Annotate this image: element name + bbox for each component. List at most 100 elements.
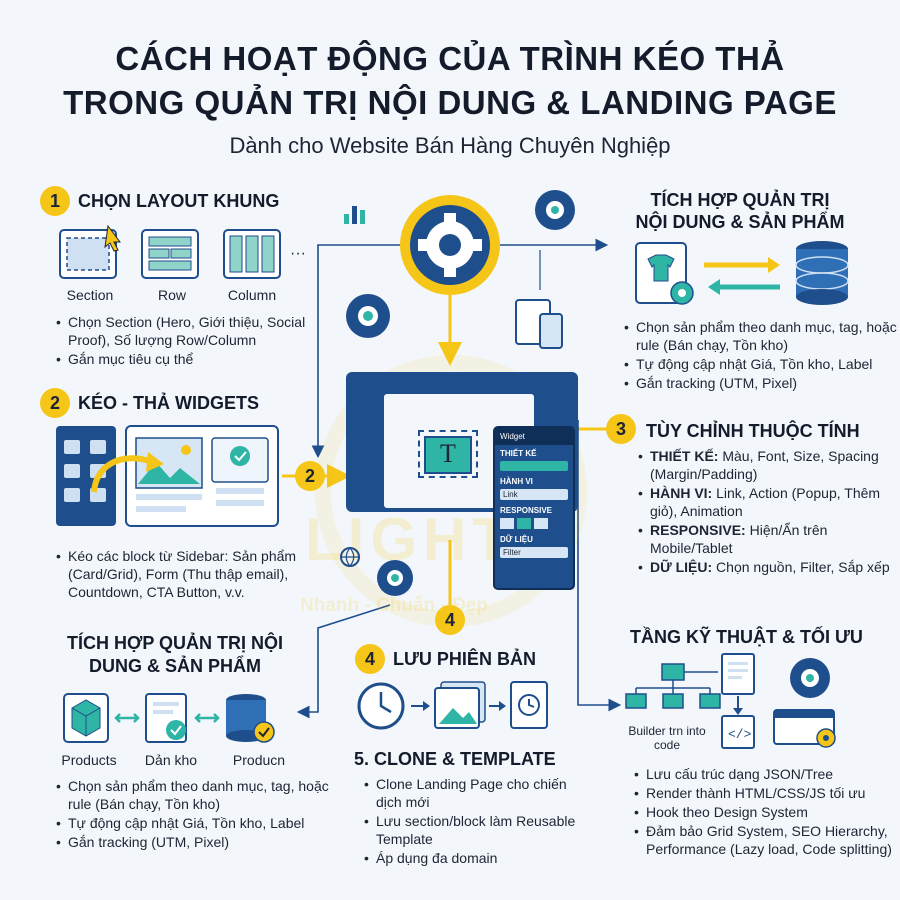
globe-icon [340,547,360,567]
page-title-line1: CÁCH HOẠT ĐỘNG CỦA TRÌNH KÉO THẢ [115,40,785,77]
code-file-icon: </> [721,715,755,749]
step1-title: CHỌN LAYOUT KHUNG [78,191,280,211]
step3-item-design: THIẾT KẾ: Màu, Font, Size, Spacing (Marg… [638,447,900,483]
caption-products: Products [61,752,117,768]
step3-title: TÙY CHỈNH THUỘC TÍNH [646,421,860,441]
integration-bottom-title1: TÍCH HỢP QUẢN TRỊ NỘI [66,633,284,653]
step3-item-behavior: HÀNH VI: Link, Action (Popup, Thêm giỏ),… [638,484,900,520]
flow-badge-3: 3 [606,414,636,444]
integration-bottom-bullet: Gắn tracking (UTM, Pixel) [56,833,333,851]
integration-bottom-bullet: Chọn sản phẩm theo danh mục, tag, hoặc r… [56,777,333,813]
behavior-label: HÀNH VI [500,477,533,486]
history-doc-icon [510,681,548,729]
center-top-icons [344,190,575,295]
step5-title: 5. CLONE & TEMPLATE [354,749,556,769]
integration-bottom-title2: DUNG & SẢN PHẨM [88,656,261,676]
gear-icon-left [346,294,390,338]
sync-arrows-icon [704,257,780,295]
row-icon [141,229,199,279]
tech-icons: </> [625,653,836,749]
step2-bullet: Kéo các block từ Sidebar: Sản phẩm (Card… [56,547,333,601]
step2-title: KÉO - THẢ WIDGETS [78,393,259,413]
integration-bottom-bullets: Chọn sản phẩm theo danh mục, tag, hoặc r… [54,777,333,852]
step4-badge: 4 [355,644,385,674]
tech-bullet: Lưu cấu trúc dạng JSON/Tree [634,765,900,783]
selected-element-frame[interactable]: T [418,430,478,478]
section-icon [59,224,121,279]
step3-item-responsive: RESPONSIVE: Hiện/Ẩn trên Mobile/Tablet [638,521,900,557]
widget-panel-title: Widget [495,428,573,445]
connector-left [311,244,410,459]
text-widget-icon[interactable]: T [424,436,472,474]
step3-item-data: DỮ LIỆU: Chọn nguồn, Filter, Sắp xếp [638,558,900,576]
page-title-line2: TRONG QUẢN TRỊ NỘI DUNG & LANDING PAGE [63,84,837,121]
tech-bullet: Đảm bảo Grid System, SEO Hierarchy, Perf… [634,822,900,858]
widgets-illustration [56,425,279,527]
svg-text:···: ··· [290,245,306,262]
flow-badge-4: 4 [435,605,465,635]
caption-column: Column [227,287,277,303]
design-control[interactable] [500,461,568,471]
browser-settings-icon [773,709,836,748]
chart-icon [344,206,365,224]
gear-icon-bottom [377,560,413,596]
step1-badge: 1 [40,186,70,216]
builder-caption: Builder trn into code [628,724,706,752]
inventory-doc-icon [145,693,187,743]
integration-top-title1: TÍCH HỢP QUẢN TRỊ [650,190,830,210]
step5-bullet: Lưu section/block làm Reusable Template [364,812,576,848]
responsive-label: RESPONSIVE [500,506,553,515]
step1-bullet: Chọn Section (Hero, Giới thiệu, Social P… [56,313,333,349]
step3-list: THIẾT KẾ: Màu, Font, Size, Spacing (Marg… [636,447,900,577]
sidebar-icon [56,426,116,526]
widget-panel: Widget THIẾT KẾ HÀNH VI Link RESPONSIVE … [493,426,575,590]
behavior-select[interactable]: Link [500,489,568,500]
step2-bullets: Kéo các block từ Sidebar: Sản phẩm (Card… [54,547,333,602]
step2-badge: 2 [40,388,70,418]
data-select[interactable]: Filter [500,547,568,558]
design-label: THIẾT KẾ [500,449,537,458]
page-subtitle: Dành cho Website Bán Hàng Chuyên Nghiệp [229,133,671,158]
caption-inventory: Dản kho [144,752,198,768]
layout-icons: ··· [59,224,306,279]
database-icon [795,241,849,305]
main-gear-icon [400,195,500,295]
integration-top-bullets: Chọn sản phẩm theo danh mục, tag, hoặc r… [622,318,900,393]
integration-bottom-bullet: Tự động cập nhật Giá, Tồn kho, Label [56,814,333,832]
integration-top-bullet: Gắn tracking (UTM, Pixel) [624,374,900,392]
version-icons [357,681,548,730]
watermark-brand: LIGHT [305,506,515,573]
clock-icon [357,682,405,730]
caption-section: Section [66,287,114,303]
step5-bullets: Clone Landing Page cho chiến dịch mới Lư… [362,775,576,868]
connector-bottom-left [296,604,391,719]
tech-bullets: Lưu cấu trúc dạng JSON/Tree Render thành… [632,765,900,859]
caption-row: Row [157,287,186,303]
small-gear-icon-top-right [535,190,575,230]
box-icon [63,693,109,743]
column-icon [223,229,281,279]
integration-top-bullet: Tự động cập nhật Giá, Tồn kho, Label [624,355,900,373]
svg-text:</>: </> [728,727,752,742]
product-doc-icon [635,242,694,305]
tech-bullet: Render thành HTML/CSS/JS tối ưu [634,784,900,802]
editor-sidebar [352,392,380,508]
integration-top-title2: NỘI DUNG & SẢN PHẨM [635,212,845,232]
data-label: DỮ LIỆU [500,535,533,544]
tech-title: TẦNG KỸ THUẬT & TỐI ƯU [630,627,863,647]
integration-bottom-icons [63,693,275,743]
responsive-toggles[interactable] [500,518,568,529]
step5-bullet: Áp dụng đa domain [364,849,576,867]
integration-top-bullet: Chọn sản phẩm theo danh mục, tag, hoặc r… [624,318,900,354]
caption-producn: Producn [232,752,286,768]
database-check-icon [226,694,275,743]
step5-bullet: Clone Landing Page cho chiến dịch mới [364,775,576,811]
step1-bullet: Gắn mục tiêu cụ thể [56,350,333,368]
step1-bullets: Chọn Section (Hero, Giới thiệu, Social P… [54,313,333,369]
tree-icon [625,663,721,709]
flow-badge-2: 2 [295,461,325,491]
step4-title: LƯU PHIÊN BẢN [393,649,536,669]
integration-top-icons [635,241,849,305]
canvas-icon [125,425,279,527]
tech-bullet: Hook theo Design System [634,803,900,821]
